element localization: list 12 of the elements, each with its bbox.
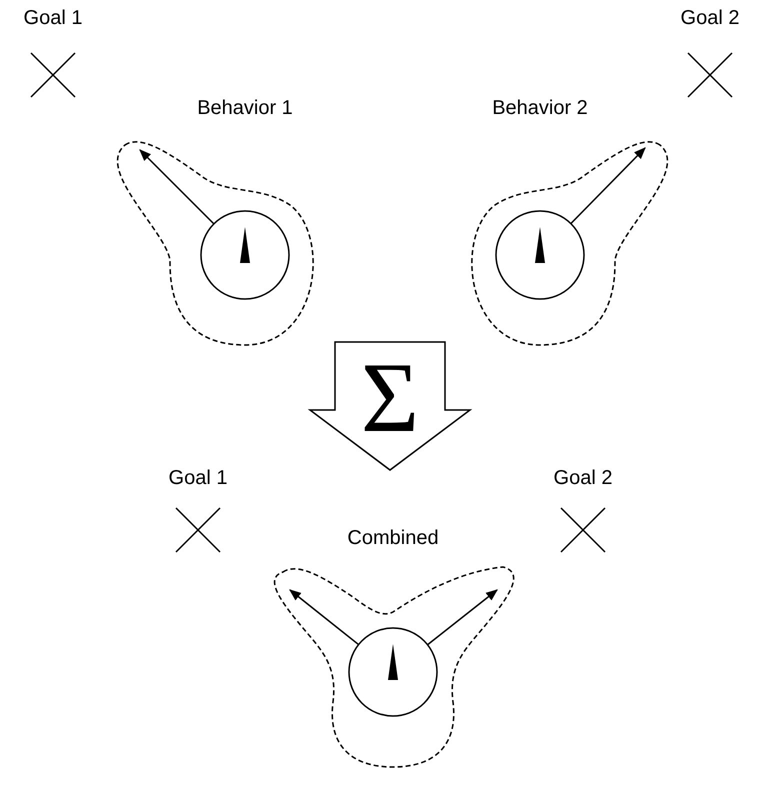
behavior-label: Behavior 1 bbox=[196, 96, 294, 121]
goal-label: Goal 2 bbox=[552, 466, 614, 491]
arrow bbox=[570, 147, 646, 224]
arrow bbox=[427, 589, 498, 646]
goal-label: Goal 1 bbox=[22, 6, 84, 31]
goal-label: Goal 1 bbox=[168, 466, 228, 491]
arrow bbox=[139, 149, 214, 224]
behavior-label: Behavior 2 bbox=[491, 96, 589, 121]
behavior-label: Combined bbox=[346, 526, 440, 551]
goal-label: Goal 2 bbox=[680, 6, 740, 31]
sum-symbol: Σ bbox=[360, 348, 420, 448]
arrow bbox=[289, 589, 360, 646]
